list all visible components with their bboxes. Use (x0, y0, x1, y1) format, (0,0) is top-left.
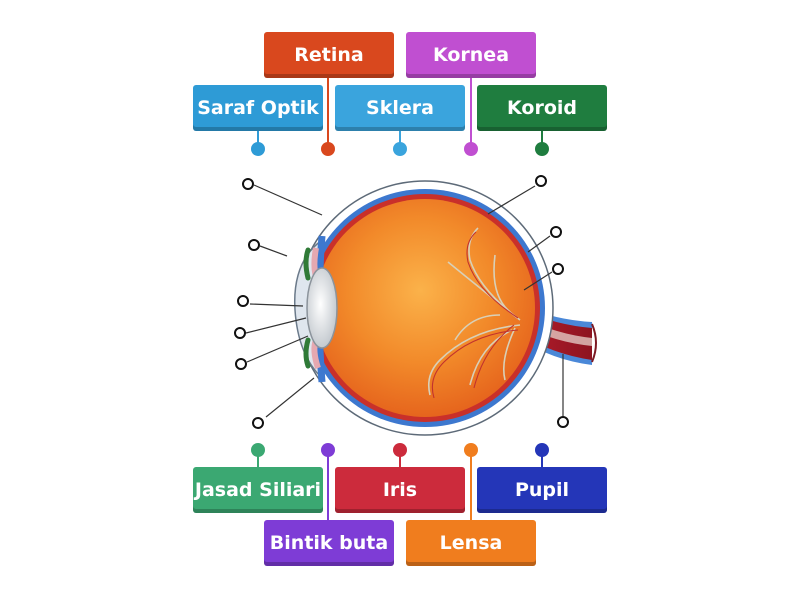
tile-sklera[interactable]: Sklera (335, 85, 465, 131)
lens (306, 267, 338, 349)
drop-target-8[interactable] (550, 226, 562, 238)
tile-label: Iris (382, 479, 418, 501)
drop-target-3[interactable] (237, 295, 249, 307)
ciliary-body-upper (303, 247, 311, 281)
vitreous-body (315, 199, 535, 417)
tile-retina[interactable]: Retina (264, 32, 394, 78)
tile-label: Koroid (507, 97, 577, 119)
tile-iris[interactable]: Iris (335, 467, 465, 513)
tile-label: Sklera (366, 97, 434, 119)
pin-dot-koroid (535, 142, 549, 156)
ciliary-body-lower (303, 337, 311, 369)
drop-target-5[interactable] (235, 358, 247, 370)
pin-line-saraf-optik (257, 128, 259, 148)
tile-koroid[interactable]: Koroid (477, 85, 607, 131)
pin-line-jasad-siliari (257, 450, 259, 470)
drop-target-7[interactable] (535, 175, 547, 187)
pin-line-retina (327, 78, 329, 148)
pin-line-kornea (470, 78, 472, 148)
leader-lines (245, 184, 564, 418)
pin-line-koroid (541, 128, 543, 148)
retinal-vessels (431, 231, 519, 399)
pin-line-pupil (541, 450, 543, 470)
pin-line-bintik-buta (327, 450, 329, 522)
drop-target-4[interactable] (234, 327, 246, 339)
tile-label: Retina (294, 44, 364, 66)
tile-label: Bintik buta (269, 532, 389, 554)
pin-line-lensa (470, 450, 472, 522)
tile-label: Pupil (514, 479, 570, 501)
drop-target-9[interactable] (552, 263, 564, 275)
pin-dot-retina (321, 142, 335, 156)
pin-line-iris (399, 450, 401, 470)
tile-bintik-buta[interactable]: Bintik buta (264, 520, 394, 566)
drop-target-1[interactable] (242, 178, 254, 190)
tile-kornea[interactable]: Kornea (406, 32, 536, 78)
pin-line-sklera (399, 128, 401, 148)
tile-saraf-optik[interactable]: Saraf Optik (193, 85, 323, 131)
tile-pupil[interactable]: Pupil (477, 467, 607, 513)
pin-dot-kornea (464, 142, 478, 156)
tile-label: Lensa (439, 532, 503, 554)
pin-dot-saraf-optik (251, 142, 265, 156)
tile-label: Jasad Siliari (194, 479, 322, 501)
tile-lensa[interactable]: Lensa (406, 520, 536, 566)
pin-dot-sklera (393, 142, 407, 156)
tile-label: Saraf Optik (197, 97, 319, 119)
tile-label: Kornea (432, 44, 510, 66)
drop-target-6[interactable] (252, 417, 264, 429)
drop-target-10[interactable] (557, 416, 569, 428)
drop-target-2[interactable] (248, 239, 260, 251)
tile-jasad-siliari[interactable]: Jasad Siliari (193, 467, 323, 513)
